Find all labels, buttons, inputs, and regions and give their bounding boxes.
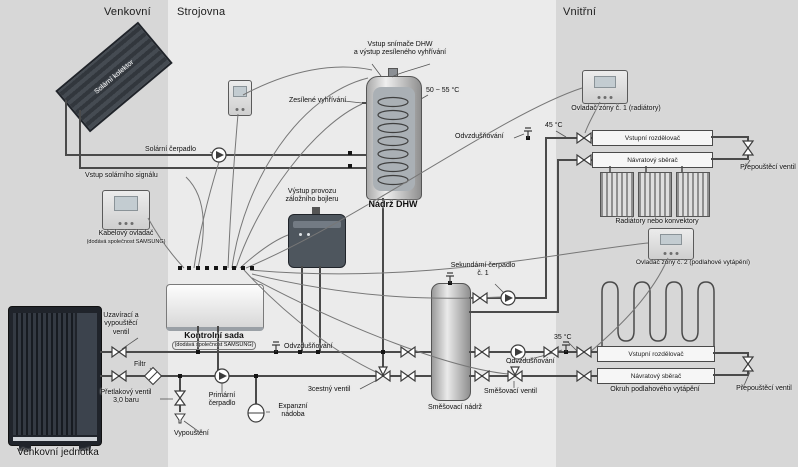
controller-buttons [118,222,134,225]
zone-outdoor-label: Venkovní [104,6,151,18]
primary-pump-label: Primární čerpadlo [208,392,236,408]
air-vent-label-floor: Odvzdušňování [506,358,555,365]
overflow-valve-label-radiators: Přepouštěcí ventil [740,164,796,171]
mixing-tank-label: Směšovací nádrž [427,404,483,411]
zone1-buttons [597,96,613,99]
three-way-valve-label: 3cestný ventil [308,386,351,393]
boiler-knob [307,233,310,236]
zone2-buttons [663,252,679,255]
outdoor-unit-base [13,437,97,441]
dhw-sensor-io-label: Vstup snímače DHW a výstup zesíleného vy… [353,41,447,57]
secondary-pump-label: Sekundární čerpadlo č. 1 [450,262,516,278]
zone2-controller-device [648,228,694,260]
solar-collector-label: Solární kolektor [93,58,135,96]
backup-boiler [288,214,346,268]
wired-controller-label: Kabelový ovladač (dodává společnost SAMS… [80,230,172,247]
zone2-controller-label: Ovladač zóny č. 2 (podlahové vytápění) [635,259,751,266]
zone-indoor-label: Vnitřní [563,6,597,18]
module-screen [233,86,247,97]
outdoor-unit-louvers [13,313,75,435]
control-kit [166,284,264,331]
radiator-bank [600,172,710,217]
outdoor-unit-leg [19,445,31,451]
zone1-controller-device [582,70,628,104]
mixing-tank [431,283,471,401]
dhw-tank [366,76,422,200]
control-kit-label: Kontrolní sada (dodává společnost SAMSUN… [164,330,264,350]
outdoor-unit-label: Venkovní jednotka [17,447,99,458]
boiler-panel [293,221,341,228]
outdoor-unit-leg [79,445,91,451]
floor-circuit-label: Okruh podlahového vytápění [610,386,700,393]
floor-inlet-manifold: Vstupní rozdělovač [597,346,715,362]
radiator [638,172,672,217]
solar-pump-label: Solární čerpadlo [145,146,196,153]
wired-controller-name: Kabelový ovladač [98,230,154,237]
wired-controller-device [102,190,150,230]
module-buttons [235,108,245,111]
boiler-knob [299,233,302,236]
filter-label: Filtr [134,361,146,368]
air-vent-label-radiators: Odvzdušňování [455,133,504,140]
zone-machine-room-label: Strojovna [177,6,226,18]
expansion-vessel-label: Expanzní nádoba [278,403,308,419]
radiator-return-manifold: Návratový sběrač [592,152,713,168]
backup-boiler-label: Výstup provozu záložního bojleru [285,188,339,204]
zone1-controller-label: Ovladač zóny č. 1 (radiátory) [571,105,661,112]
boost-heating-label: Zesílené vyhřívání [289,97,347,104]
solar-signal-label: Vstup solárního signálu [85,172,158,179]
dhw-tank-label: Nádrž DHW [368,199,418,209]
zone2-screen [660,234,682,245]
overflow-valve-label-floor: Přepouštěcí ventil [736,385,792,392]
shutoff-drain-valve-label: Uzavírací a vypouštěcí ventil [103,312,139,336]
wired-controller-note: (dodává společnost SAMSUNG) [86,239,166,246]
temp-floor-label: 35 °C [554,334,572,341]
mixing-valve-label: Směšovací ventil [484,388,537,395]
drain-label: Vypouštění [174,430,209,437]
floor-return-manifold: Návratový sběrač [597,368,715,384]
dhw-tank-inner [373,87,415,191]
outdoor-unit-panel [77,313,97,435]
pressure-relief-label: Přetlakový ventil 3,0 baru [100,389,152,405]
temp-dhw-label: 50 ~ 55 °C [426,87,460,94]
radiator [676,172,710,217]
control-module-device [228,80,252,116]
radiator-inlet-manifold: Vstupní rozdělovač [592,130,713,146]
control-kit-note: (dodává společnost SAMSUNG) [171,341,257,350]
outdoor-unit [8,306,102,451]
controller-screen [114,196,138,211]
control-kit-name: Kontrolní sada [184,330,244,340]
air-vent-label-middle: Odvzdušňování [284,343,333,350]
temp-radiators-label: 45 °C [545,122,563,129]
radiators-label: Radiátory nebo konvektory [615,218,699,225]
radiator [600,172,634,217]
zone1-screen [594,76,616,88]
